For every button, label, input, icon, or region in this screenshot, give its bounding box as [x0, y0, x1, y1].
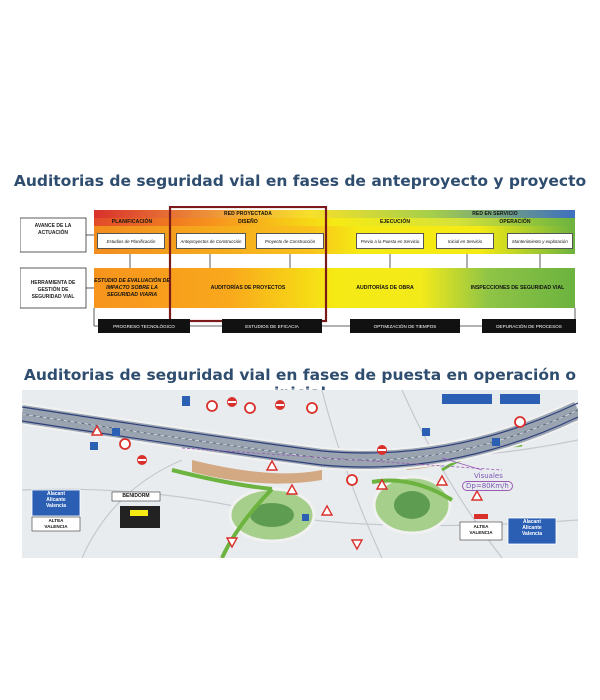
sign-left-route: ALTEA VALENCIA — [34, 518, 78, 530]
tool-inspecciones: INSPECCIONES DE SEGURIDAD VIAL — [470, 284, 565, 291]
phase-operacion: OPERACIÓN — [499, 219, 531, 225]
design-speed-label: Dp=80Km/h — [462, 481, 513, 491]
road-plan-map: Visuales Dp=80Km/h Alacant Alicante Vale… — [22, 390, 578, 558]
footer-depuracion: DEPURACIÓN DE PROCESOS — [482, 319, 576, 333]
sign-left-destinations: Alacant Alicante Valencia — [34, 491, 78, 509]
footer-estudios-eficacia: ESTUDIOS DE EFICACIA — [222, 319, 322, 333]
footer-optimizacion: OPTIMIZACIÓN DE TIEMPOS — [350, 319, 460, 333]
phase-diseno: DISEÑO — [238, 219, 258, 225]
tool-auditorias-proyectos: AUDITORÍAS DE PROYECTOS — [210, 284, 286, 291]
step-estudios-planificacion: Estudios de Planificación — [97, 233, 165, 249]
step-previo-puesta-servicio: Previo a la Puesta en Servicio — [356, 233, 424, 249]
blue-signs — [90, 396, 500, 521]
sign-right-dest-2: Alicante — [522, 525, 542, 531]
road-plan-drawing — [22, 390, 578, 558]
sign-right-route: ALTEA VALENCIA — [460, 524, 502, 536]
sign-right-route-2: VALENCIA — [469, 530, 493, 535]
step-inicial-servicio: Inicial en Servicio — [436, 233, 494, 249]
red-proyectada-label: RED PROYECTADA — [224, 211, 272, 217]
sign-left-dest-2: Alicante — [46, 497, 66, 503]
sign-right-route-1: ALTEA — [473, 524, 489, 529]
sign-left-route-1: ALTEA — [48, 518, 64, 523]
avance-label: AVANCE DE LA ACTUACIÓN — [34, 223, 72, 236]
sign-right-destinations: Alacant Alicante Valencia — [510, 519, 554, 537]
safety-audit-diagram: AVANCE DE LA ACTUACIÓN HERRAMIENTA DE GE… — [20, 206, 580, 356]
sign-left-route-2: VALENCIA — [44, 524, 68, 529]
sign-left-dest-1: Alacant — [46, 491, 66, 497]
title-top: Auditorias de seguridad vial en fases de… — [13, 172, 587, 190]
phase-ejecucion: EJECUCIÓN — [379, 219, 411, 225]
footer-progreso: PROGRESO TECNOLÓGICO — [98, 319, 190, 333]
phase-planificacion: PLANIFICACIÓN — [111, 219, 153, 225]
sign-right-dest-3: Valencia — [521, 531, 542, 537]
prohibition-signs — [119, 397, 526, 486]
step-proyecto-construccion: Proyecto de Construcción — [256, 233, 324, 249]
sign-benidorm: BENIDORM — [122, 493, 150, 499]
visuales-label: Visuales — [474, 472, 503, 480]
tool-auditorias-obra: AUDITORÍAS DE OBRA — [356, 284, 414, 291]
sign-right-dest-1: Alacant — [522, 519, 542, 525]
herramienta-label: HERRAMIENTA DE GESTIÓN DE SEGURIDAD VIAL — [30, 280, 76, 300]
step-mantenimiento: Mantenimiento y explotación — [507, 233, 573, 249]
warning-signs — [90, 424, 484, 551]
red-en-servicio-label: RED EN SERVICIO — [472, 211, 518, 217]
sign-left-dest-3: Valencia — [45, 503, 66, 509]
tool-estudio-evaluacion: ESTUDIO DE EVALUACIÓN DE IMPACTO SOBRE L… — [94, 277, 170, 298]
step-anteproyectos: Anteproyectos de Construcción — [176, 233, 246, 249]
